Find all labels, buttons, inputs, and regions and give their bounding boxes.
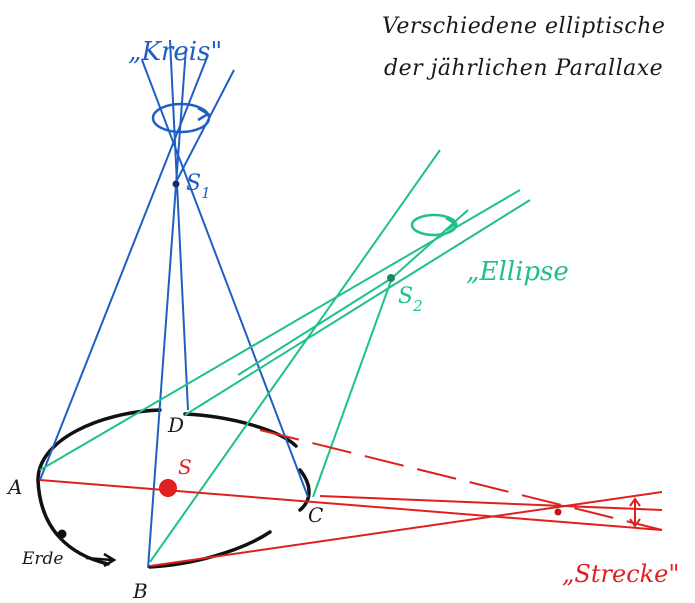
sun-dot: [159, 479, 177, 497]
red-line-b: [149, 491, 663, 567]
green-line-c: [312, 277, 393, 498]
blue-line-b: [147, 47, 187, 569]
red-line-c: [319, 495, 663, 511]
red-line-d: [259, 429, 663, 531]
point-b-label: B: [132, 579, 148, 603]
blue-line-d: [169, 39, 189, 411]
blue-rotation-arrow: [151, 102, 211, 134]
star-s1-dot: [172, 180, 180, 188]
star-s2-label: S2: [398, 284, 423, 315]
star-s1-label: S1: [186, 171, 211, 202]
point-c-label: C: [308, 503, 323, 527]
star-s2-letter: S: [398, 284, 413, 309]
orbit-direction-arrow: [85, 552, 117, 568]
star-s1-subscript: 1: [201, 184, 211, 202]
sun-label: S: [178, 455, 192, 479]
red-lines: [39, 429, 663, 567]
ellipse-label: „Ellipse: [466, 257, 569, 287]
star-s2-dot: [387, 274, 395, 282]
point-a-label: A: [6, 475, 22, 499]
green-line-d: [184, 199, 531, 416]
blue-line-c: [141, 59, 309, 498]
green-rotation-arrow: [410, 213, 459, 237]
earth-dot: [57, 529, 67, 539]
green-line-e: [237, 277, 393, 376]
earth-label: Erde: [21, 549, 63, 569]
red-line-a-axis: [39, 479, 663, 531]
green-line-f: [391, 209, 469, 279]
green-line-a: [39, 189, 521, 471]
point-d-label: D: [167, 413, 184, 437]
title-line-1: Verschiedene elliptische: [382, 14, 665, 39]
star-s2-subscript: 2: [412, 297, 423, 315]
star-s1-letter: S: [186, 171, 201, 196]
title-line-2: der jährlichen Parallaxe: [384, 56, 663, 81]
strecke-label: „Strecke": [562, 560, 679, 588]
kreis-label: „Kreis": [128, 37, 222, 67]
blue-cone-lines: [39, 39, 309, 569]
red-double-arrow: [629, 497, 641, 528]
red-intersection-dot: [554, 508, 562, 516]
